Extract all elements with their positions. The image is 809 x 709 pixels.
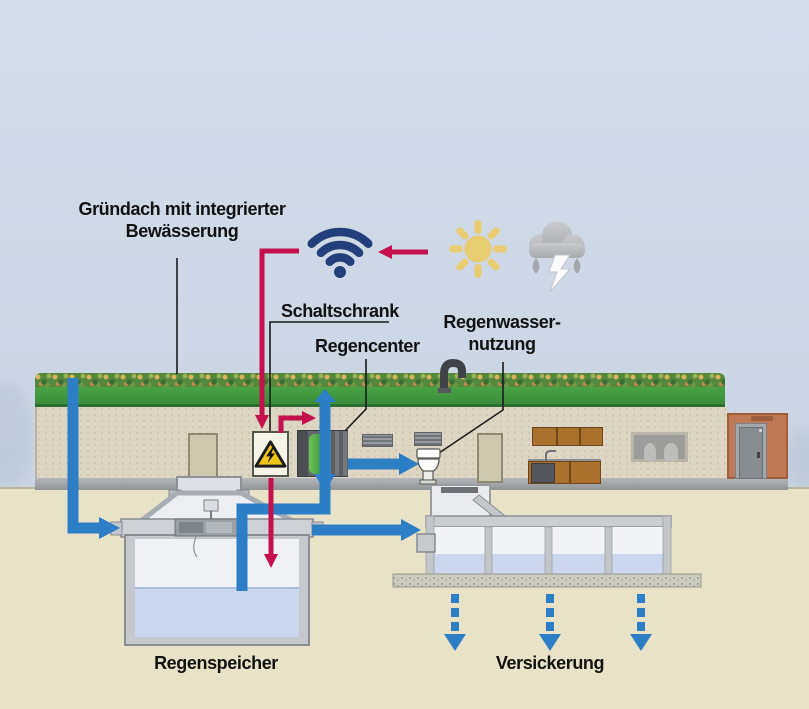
label-green-roof-line1: Gründach mit integrierter bbox=[78, 199, 286, 219]
storm-cloud-icon bbox=[529, 221, 585, 293]
annex-sign bbox=[751, 416, 773, 421]
cabinet-divider bbox=[579, 428, 581, 445]
gravel-layer bbox=[392, 573, 702, 588]
rain-center-panel bbox=[327, 431, 348, 476]
control-signal-lines bbox=[259, 248, 428, 554]
building-window bbox=[631, 432, 688, 462]
roof-vent-icon bbox=[438, 358, 466, 393]
lightning-icon bbox=[548, 254, 572, 293]
infiltration-inlet-connector bbox=[416, 533, 436, 553]
label-rainwater-use-line2: nutzung bbox=[468, 333, 536, 354]
rain-center-panel bbox=[298, 431, 308, 476]
wall-grating-left bbox=[362, 434, 393, 447]
annex-door-light bbox=[759, 429, 762, 432]
building-door-right bbox=[477, 433, 503, 483]
green-roof-band bbox=[35, 387, 725, 407]
infiltration-gallery bbox=[392, 484, 702, 651]
annex-door bbox=[739, 427, 763, 479]
green-roof-vegetation bbox=[35, 373, 725, 388]
annex-door-handle bbox=[757, 452, 760, 458]
wall-grating-right bbox=[414, 432, 442, 446]
label-rain-center: Regencenter bbox=[315, 336, 420, 356]
raindrop-icon bbox=[532, 258, 540, 274]
water-flow-arrows bbox=[99, 389, 421, 541]
building-door-left bbox=[188, 433, 218, 480]
tank-water bbox=[135, 587, 299, 637]
label-rainwater-use: Regenwasser- nutzung bbox=[422, 312, 582, 356]
label-pointer-lines bbox=[176, 258, 504, 454]
label-rain-storage: Regenspeicher bbox=[154, 653, 278, 673]
wifi-signal-icon bbox=[307, 227, 373, 278]
toilet-icon bbox=[416, 448, 441, 485]
roof-downpipe bbox=[67, 378, 99, 534]
cabinet-divider bbox=[569, 462, 571, 483]
label-green-roof-line2: Bewässerung bbox=[125, 220, 239, 241]
label-infiltration: Versickerung bbox=[495, 653, 605, 673]
kitchen-faucet bbox=[545, 450, 556, 461]
water-pipes bbox=[67, 378, 401, 591]
pump-riser-pipe bbox=[236, 400, 331, 591]
raindrop-icon bbox=[573, 258, 581, 274]
kitchen-upper-cabinets bbox=[532, 427, 603, 446]
label-green-roof: Gründach mit integrierter Bewässerung bbox=[62, 199, 302, 243]
window-silhouette bbox=[644, 443, 656, 461]
cabinet-divider bbox=[556, 428, 558, 445]
control-signal-arrows bbox=[255, 245, 392, 568]
label-rainwater-use-line1: Regenwasser- bbox=[443, 312, 561, 332]
electrical-hazard-icon bbox=[254, 440, 287, 468]
infiltration-down-arrows bbox=[444, 594, 652, 651]
label-control-cabinet: Schaltschrank bbox=[281, 301, 399, 321]
sun-icon bbox=[449, 220, 507, 278]
control-cabinet bbox=[252, 431, 289, 477]
rain-storage-tank bbox=[110, 476, 324, 646]
window-silhouette bbox=[664, 443, 678, 461]
kitchen-sink-unit bbox=[531, 463, 555, 483]
